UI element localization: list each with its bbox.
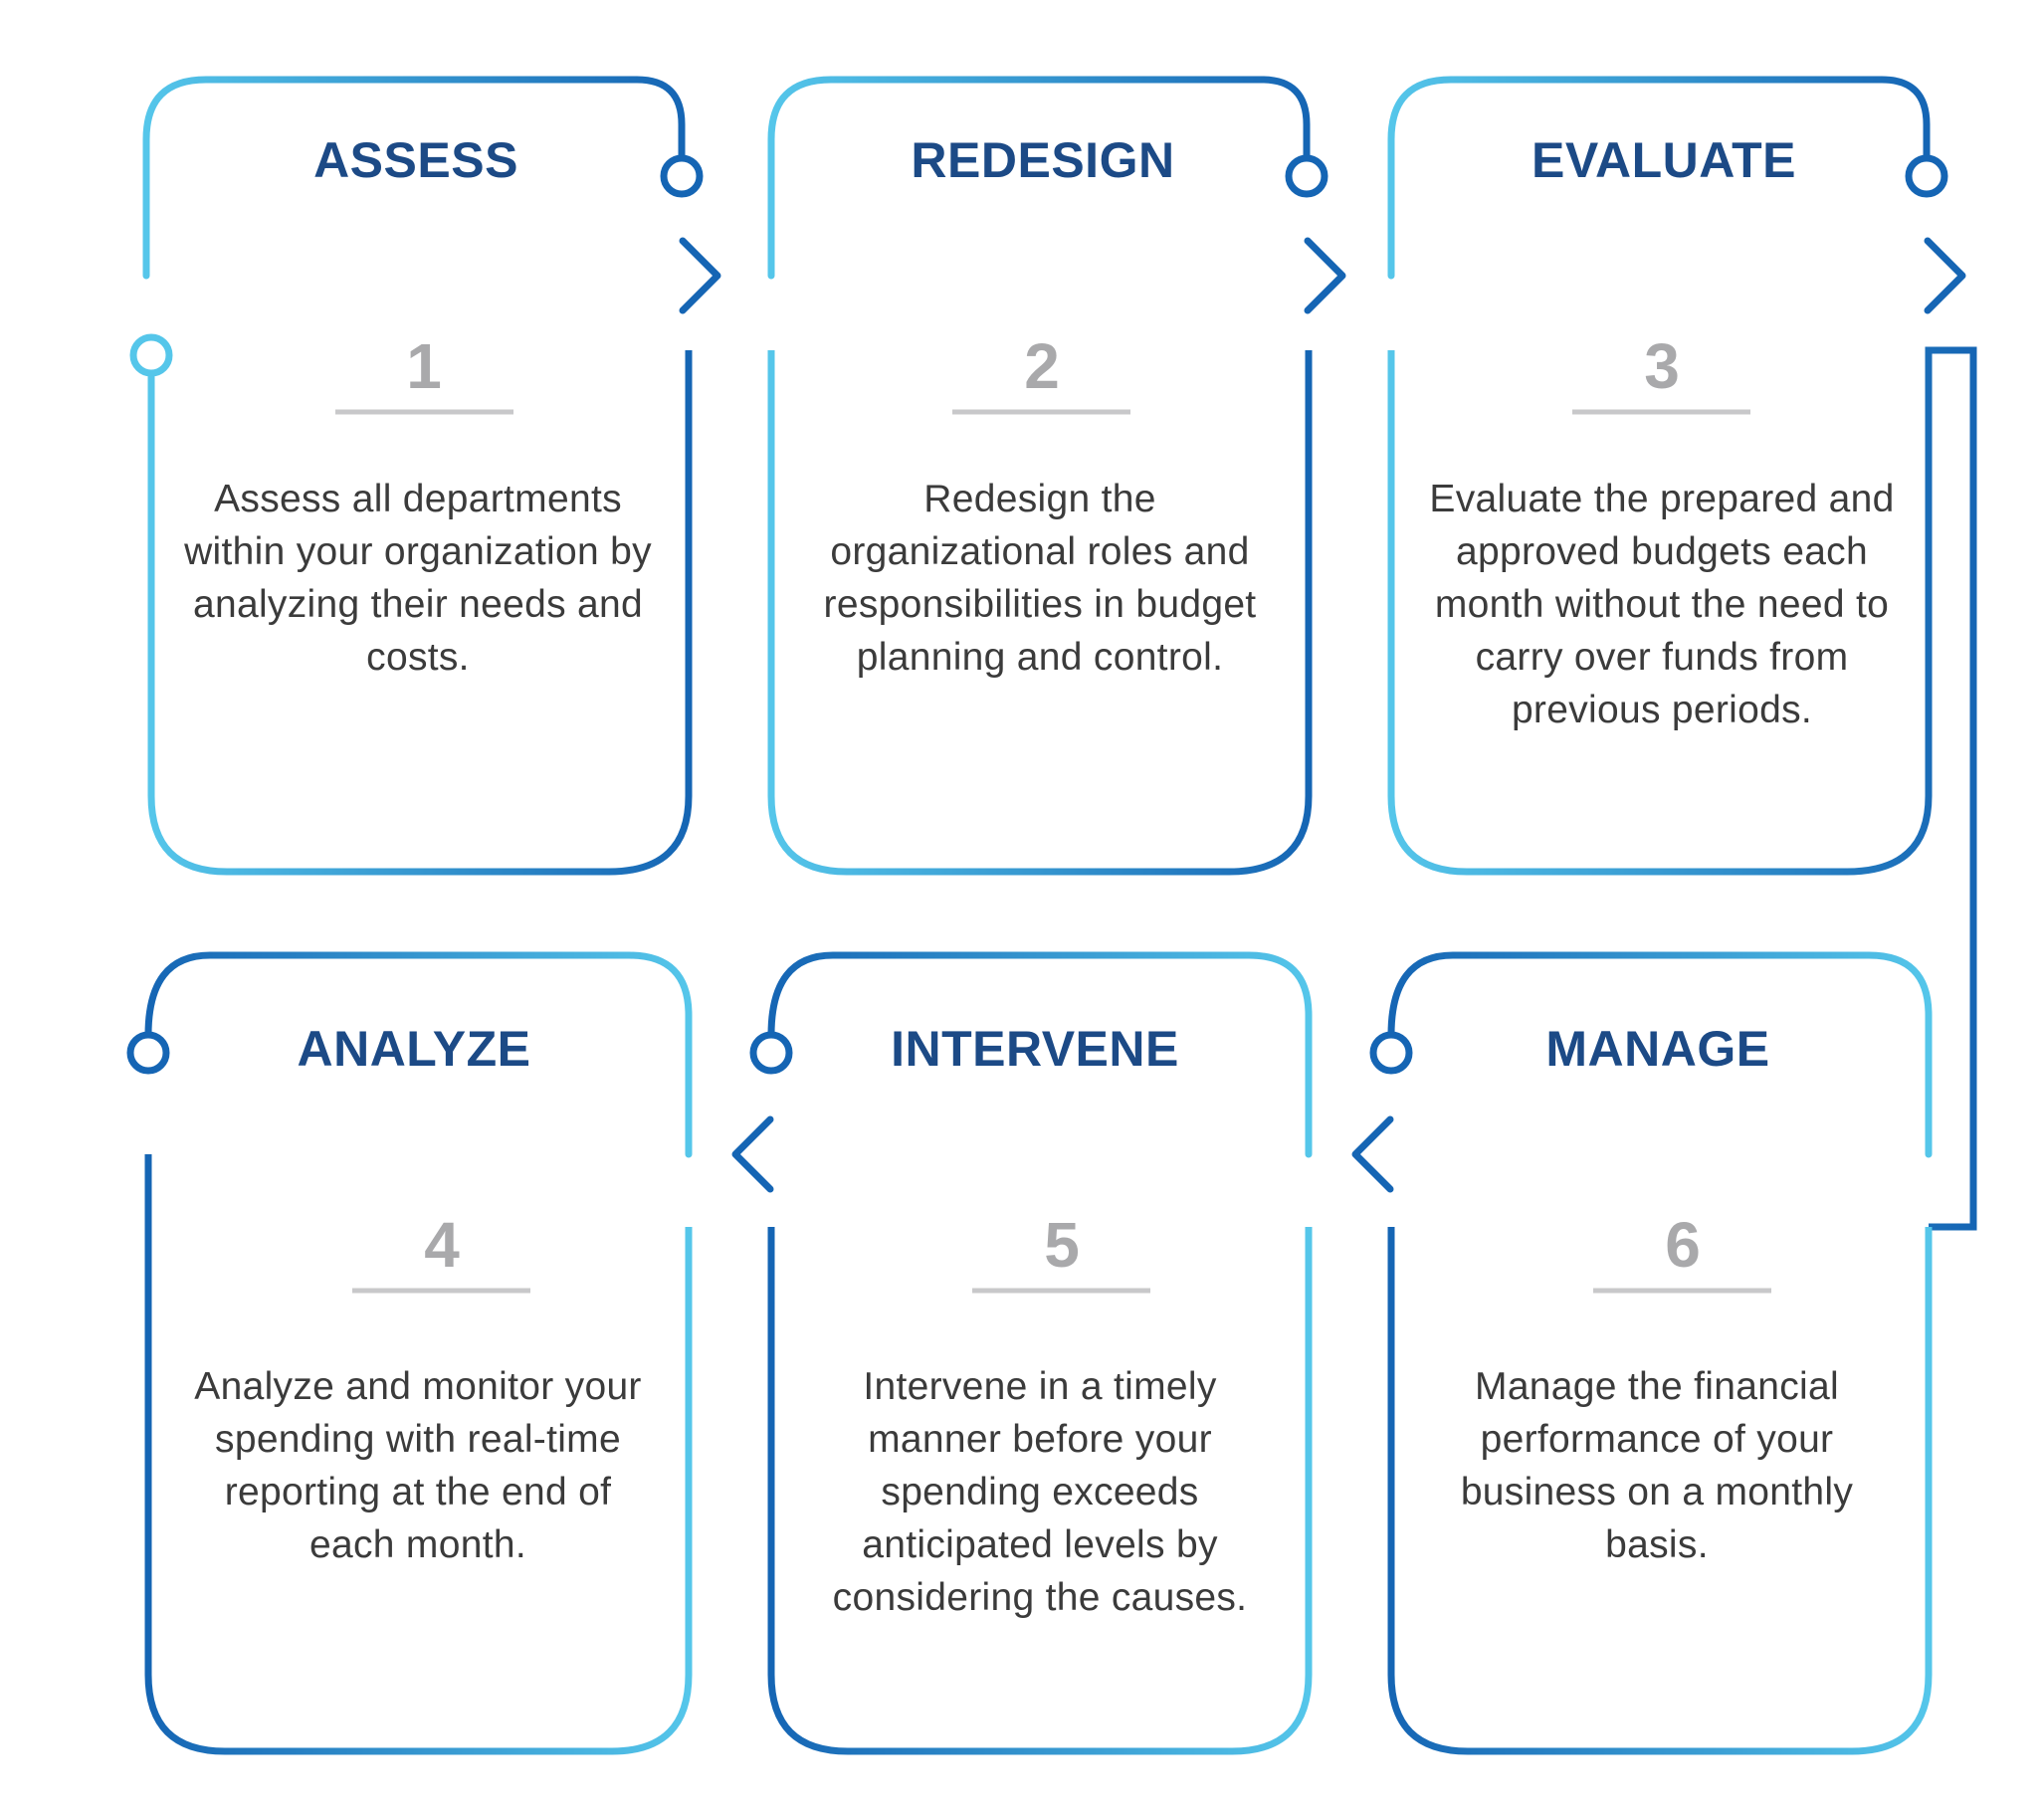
step-3-title: EVALUATE <box>1532 132 1796 188</box>
step-1-title: ASSESS <box>313 132 518 188</box>
step-4-outline <box>144 1154 693 1755</box>
connector-node-icon <box>126 1031 170 1075</box>
arrowhead-left-icon <box>731 1115 774 1193</box>
arrowhead-right-icon <box>679 237 721 314</box>
step-3-description: Evaluate the prepared and approved budge… <box>1429 478 1895 731</box>
step-6-description: Manage the financial performance of your… <box>1460 1365 1854 1566</box>
step-5-header <box>731 951 1313 1193</box>
step-1-outline <box>147 350 693 876</box>
step-1-description: Assess all departments within your organ… <box>184 478 652 679</box>
step-2-description: Redesign the organizational roles and re… <box>823 478 1257 679</box>
step-1-header-outline <box>142 76 686 280</box>
step-4-number: 4 <box>424 1209 460 1281</box>
arrowhead-right-icon <box>1924 237 1966 314</box>
step-4-header <box>126 951 693 1158</box>
step-6-title: MANAGE <box>1545 1021 1769 1077</box>
connector-node-icon <box>749 1031 793 1075</box>
connector-node-icon <box>1369 1031 1413 1075</box>
step-5-title: INTERVENE <box>891 1021 1179 1077</box>
step-6-number: 6 <box>1665 1209 1701 1281</box>
step-5-outline <box>767 1227 1313 1755</box>
step-4-description: Analyze and monitor your spending with r… <box>194 1365 642 1566</box>
step-2-header <box>767 76 1346 314</box>
step-5-description: Intervene in a timely manner before your… <box>832 1365 1248 1619</box>
step-1-header <box>142 76 721 314</box>
step-4-title: ANALYZE <box>297 1021 530 1077</box>
step-3-header <box>1387 76 1966 314</box>
step-2-number: 2 <box>1024 330 1060 402</box>
step-2-outline <box>767 350 1313 876</box>
step-1-number: 1 <box>406 330 442 402</box>
arrowhead-right-icon <box>1304 237 1346 314</box>
step-2-title: REDESIGN <box>911 132 1174 188</box>
arrowhead-left-icon <box>1351 1115 1394 1193</box>
step-3-outline <box>1387 346 1977 1231</box>
connector-node-icon <box>660 154 704 198</box>
connector-node-icon <box>1285 154 1329 198</box>
step-6-header <box>1351 951 1933 1193</box>
connector-node-icon <box>129 333 173 377</box>
step-6-outline <box>1387 1227 1933 1755</box>
step-5-number: 5 <box>1044 1209 1080 1281</box>
connector-node-icon <box>1905 154 1948 198</box>
step-3-number: 3 <box>1644 330 1680 402</box>
